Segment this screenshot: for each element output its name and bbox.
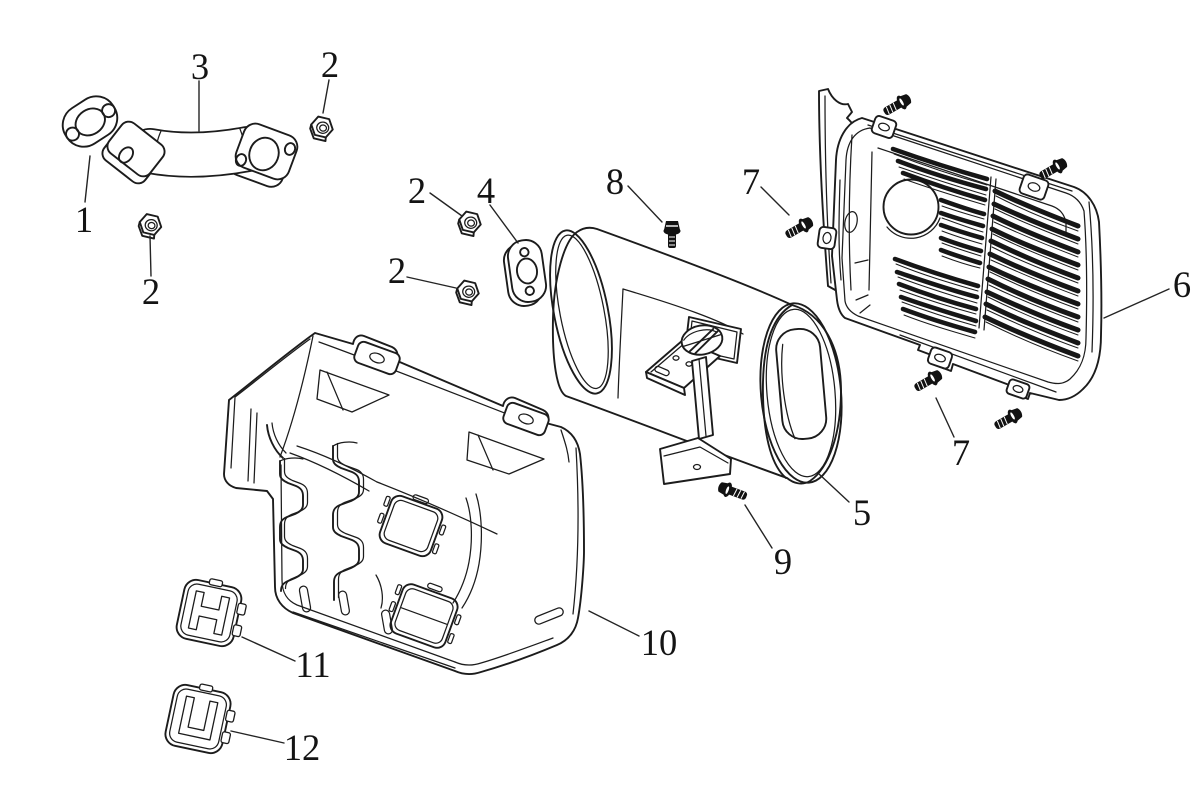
- svg-text:2: 2: [142, 271, 160, 312]
- svg-text:2: 2: [321, 44, 339, 85]
- svg-text:4: 4: [477, 170, 495, 211]
- svg-text:1: 1: [75, 199, 93, 240]
- svg-text:2: 2: [388, 250, 406, 291]
- svg-text:7: 7: [742, 161, 760, 202]
- svg-text:10: 10: [641, 622, 678, 663]
- svg-text:9: 9: [774, 541, 792, 582]
- svg-text:3: 3: [191, 46, 209, 87]
- svg-text:12: 12: [284, 727, 321, 768]
- svg-text:2: 2: [408, 170, 426, 211]
- svg-text:5: 5: [853, 492, 871, 533]
- svg-text:11: 11: [295, 644, 330, 685]
- svg-text:8: 8: [606, 161, 624, 202]
- svg-text:6: 6: [1173, 264, 1191, 305]
- svg-text:7: 7: [952, 432, 970, 473]
